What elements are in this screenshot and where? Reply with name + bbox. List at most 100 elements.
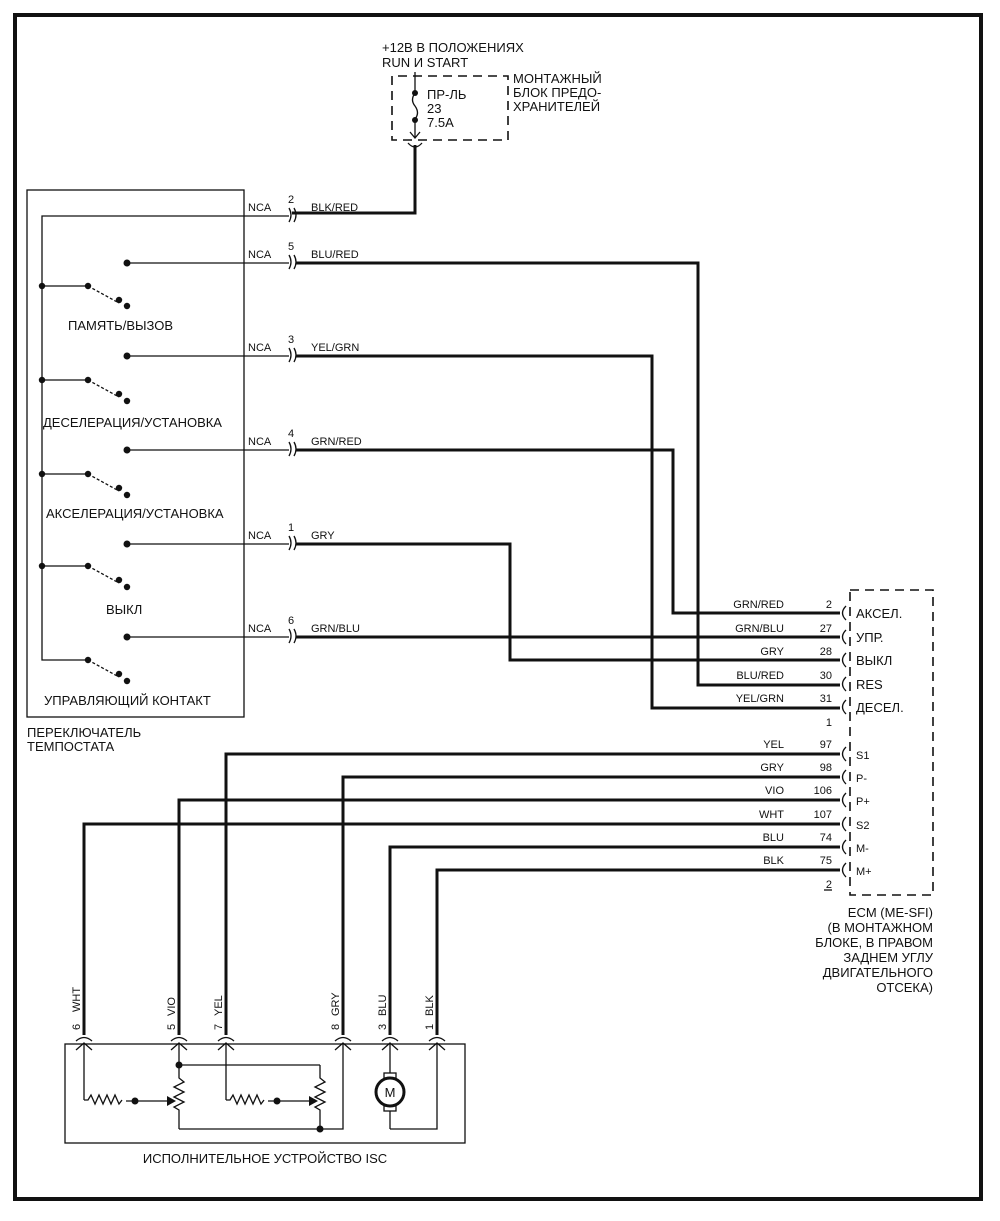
wire-blk-red xyxy=(292,145,417,215)
diagram-frame xyxy=(13,13,983,1201)
ecm: GRN/RED 2 АКСЕЛ. GRN/BLU 27 УПР. GRY 28 … xyxy=(733,589,934,995)
svg-text:98: 98 xyxy=(820,762,832,774)
svg-text:ВЫКЛ: ВЫКЛ xyxy=(856,653,892,668)
svg-text:28: 28 xyxy=(820,646,832,658)
svg-text:75: 75 xyxy=(820,855,832,867)
svg-text:АКСЕЛ.: АКСЕЛ. xyxy=(856,606,902,621)
wire-gry-isc xyxy=(341,775,840,1035)
svg-text:BLK/RED: BLK/RED xyxy=(311,202,358,214)
contact-label: УПРАВЛЯЮЩИЙ КОНТАКТ xyxy=(44,693,211,708)
svg-text:P+: P+ xyxy=(856,796,870,808)
resistor-icon xyxy=(226,1093,265,1106)
svg-text:GRY: GRY xyxy=(330,992,342,1016)
svg-text:NCA: NCA xyxy=(248,249,272,261)
svg-text:BLU: BLU xyxy=(377,995,389,1016)
ecm-pin: YEL/GRN 31 ДЕСЕЛ. xyxy=(736,693,904,715)
wire-yel xyxy=(224,752,840,1035)
ecm-pin: GRY 98 P- xyxy=(760,762,867,785)
contact-label: АКСЕЛЕРАЦИЯ/УСТАНОВКА xyxy=(46,506,224,521)
switch-contact-memory: ПАМЯТЬ/ВЫЗОВ xyxy=(38,282,173,333)
svg-text:WHT: WHT xyxy=(71,987,83,1012)
ecm-connector-id: 1 xyxy=(826,717,832,729)
svg-text:5: 5 xyxy=(288,241,294,253)
svg-text:YEL/GRN: YEL/GRN xyxy=(736,693,784,705)
svg-text:WHT: WHT xyxy=(759,809,784,821)
svg-text:VIO: VIO xyxy=(166,997,178,1016)
svg-text:NCA: NCA xyxy=(248,530,272,542)
svg-text:NCA: NCA xyxy=(248,342,272,354)
svg-text:M-: M- xyxy=(856,843,869,855)
svg-text:GRY: GRY xyxy=(311,530,335,542)
svg-text:GRY: GRY xyxy=(760,762,784,774)
svg-text:74: 74 xyxy=(820,832,832,844)
ecm-pin: BLU/RED 30 RES xyxy=(736,670,883,692)
svg-text:1: 1 xyxy=(288,522,294,534)
nca-pin: NCA 4 GRN/RED xyxy=(244,428,362,457)
svg-text:3: 3 xyxy=(288,334,294,346)
ecm-pin: BLK 75 M+ xyxy=(763,855,871,878)
contact-label: ПАМЯТЬ/ВЫЗОВ xyxy=(68,318,173,333)
svg-text:NCA: NCA xyxy=(248,202,272,214)
switch-contacts: ПАМЯТЬ/ВЫЗОВ ДЕСЕЛЕРАЦИЯ/УСТАНОВКА АКСЕЛ… xyxy=(38,259,244,708)
supply-label-line2: RUN И START xyxy=(382,55,468,70)
fuse-block: +12В В ПОЛОЖЕНИЯХ RUN И START ПР-ЛЬ 23 7… xyxy=(382,40,602,148)
svg-text:ДЕСЕЛ.: ДЕСЕЛ. xyxy=(856,700,904,715)
svg-text:107: 107 xyxy=(814,809,832,821)
svg-text:GRN/BLU: GRN/BLU xyxy=(311,623,360,635)
svg-text:5: 5 xyxy=(166,1024,178,1030)
isc-box xyxy=(64,1043,466,1144)
svg-text:GRN/RED: GRN/RED xyxy=(311,436,362,448)
svg-text:6: 6 xyxy=(71,1024,83,1030)
svg-text:30: 30 xyxy=(820,670,832,682)
svg-text:YEL/GRN: YEL/GRN xyxy=(311,342,359,354)
ecm-outline xyxy=(849,589,934,896)
fuse-block-outline xyxy=(391,75,509,141)
switch-box xyxy=(26,189,245,718)
ecm-pin: WHT 107 S2 xyxy=(759,809,870,832)
resistor-icon xyxy=(84,1093,123,1106)
svg-text:NCA: NCA xyxy=(248,623,272,635)
wire-blu xyxy=(388,845,840,1035)
svg-text:P-: P- xyxy=(856,773,867,785)
common-bus xyxy=(41,215,244,661)
fuse-name: ПР-ЛЬ xyxy=(427,87,466,102)
ecm-title-line4: ЗАДНЕМ УГЛУ xyxy=(843,950,933,965)
ecm-connector-id: 2 xyxy=(826,879,832,891)
ecm-pin: BLU 74 M- xyxy=(763,832,870,855)
nca-pin: NCA 1 GRY xyxy=(244,522,335,551)
wire-vio xyxy=(177,798,840,1035)
svg-text:M+: M+ xyxy=(856,866,872,878)
fuse-number: 23 xyxy=(427,101,441,116)
potentiometer-icon xyxy=(313,1065,327,1129)
svg-text:97: 97 xyxy=(820,739,832,751)
ecm-title-line2: (В МОНТАЖНОМ xyxy=(828,920,933,935)
svg-text:1: 1 xyxy=(424,1024,436,1030)
nca-connector: NCA 2 BLK/RED NCA 5 BLU/RED NCA 3 YEL/GR… xyxy=(244,194,362,644)
cruise-switch: ПАМЯТЬ/ВЫЗОВ ДЕСЕЛЕРАЦИЯ/УСТАНОВКА АКСЕЛ… xyxy=(26,189,245,754)
svg-text:BLU: BLU xyxy=(763,832,784,844)
switch-title-line1: ПЕРЕКЛЮЧАТЕЛЬ xyxy=(27,725,141,740)
svg-text:BLU/RED: BLU/RED xyxy=(736,670,784,682)
svg-text:27: 27 xyxy=(820,623,832,635)
svg-text:RES: RES xyxy=(856,677,883,692)
svg-text:BLU/RED: BLU/RED xyxy=(311,249,359,261)
wire-blk xyxy=(435,868,840,1035)
fuse-icon xyxy=(411,92,419,120)
svg-text:8: 8 xyxy=(330,1024,342,1030)
svg-text:YEL: YEL xyxy=(213,995,225,1016)
svg-text:4: 4 xyxy=(288,428,294,440)
motor-icon: M xyxy=(374,1072,406,1112)
svg-text:VIO: VIO xyxy=(765,785,784,797)
svg-text:6: 6 xyxy=(288,615,294,627)
ecm-title-line6: ОТСЕКА) xyxy=(876,980,933,995)
ecm-title-line1: ECM (ME-SFI) xyxy=(848,905,933,920)
ecm-title-line3: БЛОКЕ, В ПРАВОМ xyxy=(815,935,933,950)
svg-text:2: 2 xyxy=(826,599,832,611)
svg-text:BLK: BLK xyxy=(424,995,436,1016)
svg-text:3: 3 xyxy=(377,1024,389,1030)
switch-title-line2: ТЕМПОСТАТА xyxy=(27,739,115,754)
svg-text:GRY: GRY xyxy=(760,646,784,658)
switch-contact-off: ВЫКЛ xyxy=(38,562,142,617)
fuse-block-label-line2: БЛОК ПРЕДО- xyxy=(513,85,601,100)
